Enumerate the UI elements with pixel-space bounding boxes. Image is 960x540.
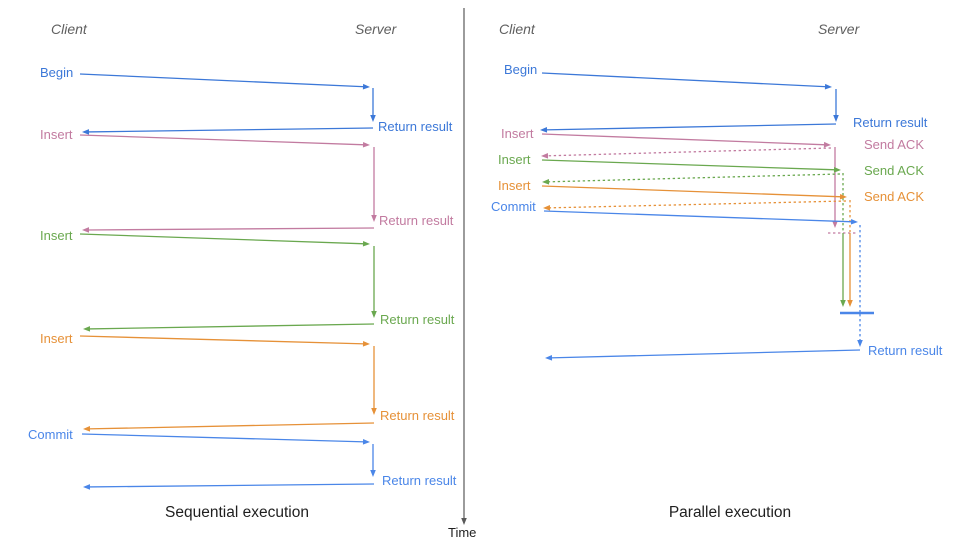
seq-insert1-return-line [82, 227, 375, 233]
par-begin-process-line [833, 89, 839, 122]
seq-commit-return-line-arrowhead [83, 484, 91, 490]
par-insert3-request-line-arrowhead [839, 193, 847, 200]
par-insert2-request-line-arrowhead [833, 166, 841, 173]
seq-insert2-process-line-arrowhead [371, 311, 377, 318]
seq-commit-return-line [83, 483, 375, 490]
seq-begin-return-line-arrowhead [82, 129, 90, 135]
par-insert2-request-line [541, 159, 841, 173]
par-insert1-request-line [541, 133, 831, 148]
par-commit-request-line-arrowhead [850, 218, 858, 225]
par-insert1-ack-line-arrowhead [541, 153, 549, 159]
seq-insert3-request-line-arrowhead [362, 341, 370, 347]
par-insert1-process-line-arrowhead [832, 221, 838, 228]
seq-insert2-process-line [371, 246, 377, 318]
seq-insert1-request-line-arrowhead [362, 141, 370, 148]
time-axis-line-arrowhead [461, 518, 467, 525]
seq-insert2-request-line [79, 233, 370, 247]
seq-commit-process-line [370, 444, 376, 477]
par-insert1-ack-line [541, 147, 832, 159]
par-insert3-process-line-arrowhead [847, 300, 853, 307]
seq-commit-request-line-arrowhead [362, 439, 370, 445]
seq-insert3-process-line-arrowhead [371, 408, 377, 415]
par-commit-finish-line-arrowhead [857, 340, 863, 347]
par-insert3-ack-line [543, 200, 847, 211]
par-begin-return-line-arrowhead [540, 127, 548, 133]
par-begin-process-line-arrowhead [833, 115, 839, 122]
par-commit-request-line [543, 210, 858, 225]
par-commit-finish-line [857, 314, 863, 347]
par-commit-return-line-arrowhead [545, 355, 553, 361]
seq-commit-request-line [81, 433, 370, 445]
par-insert3-ack-line-arrowhead [543, 205, 551, 211]
seq-begin-request-line-arrowhead [362, 83, 370, 90]
time-axis-line [461, 8, 467, 525]
par-insert2-ack-line [542, 173, 841, 185]
par-begin-request-line-arrowhead [824, 83, 832, 90]
seq-insert2-return-line [83, 323, 375, 332]
par-begin-return-line [540, 123, 837, 133]
seq-begin-request-line [79, 73, 370, 90]
par-insert2-process-line [840, 233, 846, 307]
seq-insert3-process-line [371, 346, 377, 415]
seq-insert1-request-line [79, 134, 370, 148]
seq-insert3-request-line [79, 335, 370, 347]
par-insert3-request-line [541, 185, 847, 200]
seq-insert2-return-line-arrowhead [83, 326, 91, 332]
seq-begin-process-line-arrowhead [370, 115, 376, 122]
par-insert3-process-line [847, 233, 853, 307]
par-insert1-process-line [832, 147, 838, 228]
seq-insert2-request-line-arrowhead [362, 240, 370, 247]
par-insert2-process-line-arrowhead [840, 300, 846, 307]
par-insert1-request-line-arrowhead [823, 141, 831, 148]
par-begin-request-line [541, 72, 832, 90]
par-insert2-ack-line-arrowhead [542, 179, 550, 185]
seq-begin-process-line [370, 88, 376, 122]
seq-begin-return-line [82, 127, 374, 135]
seq-insert1-process-line-arrowhead [371, 215, 377, 222]
seq-insert3-return-line-arrowhead [83, 426, 91, 432]
seq-insert1-return-line-arrowhead [82, 227, 90, 233]
par-commit-return-line [545, 349, 861, 361]
seq-insert3-return-line [83, 422, 375, 432]
seq-commit-process-line-arrowhead [370, 470, 376, 477]
seq-insert1-process-line [371, 147, 377, 222]
